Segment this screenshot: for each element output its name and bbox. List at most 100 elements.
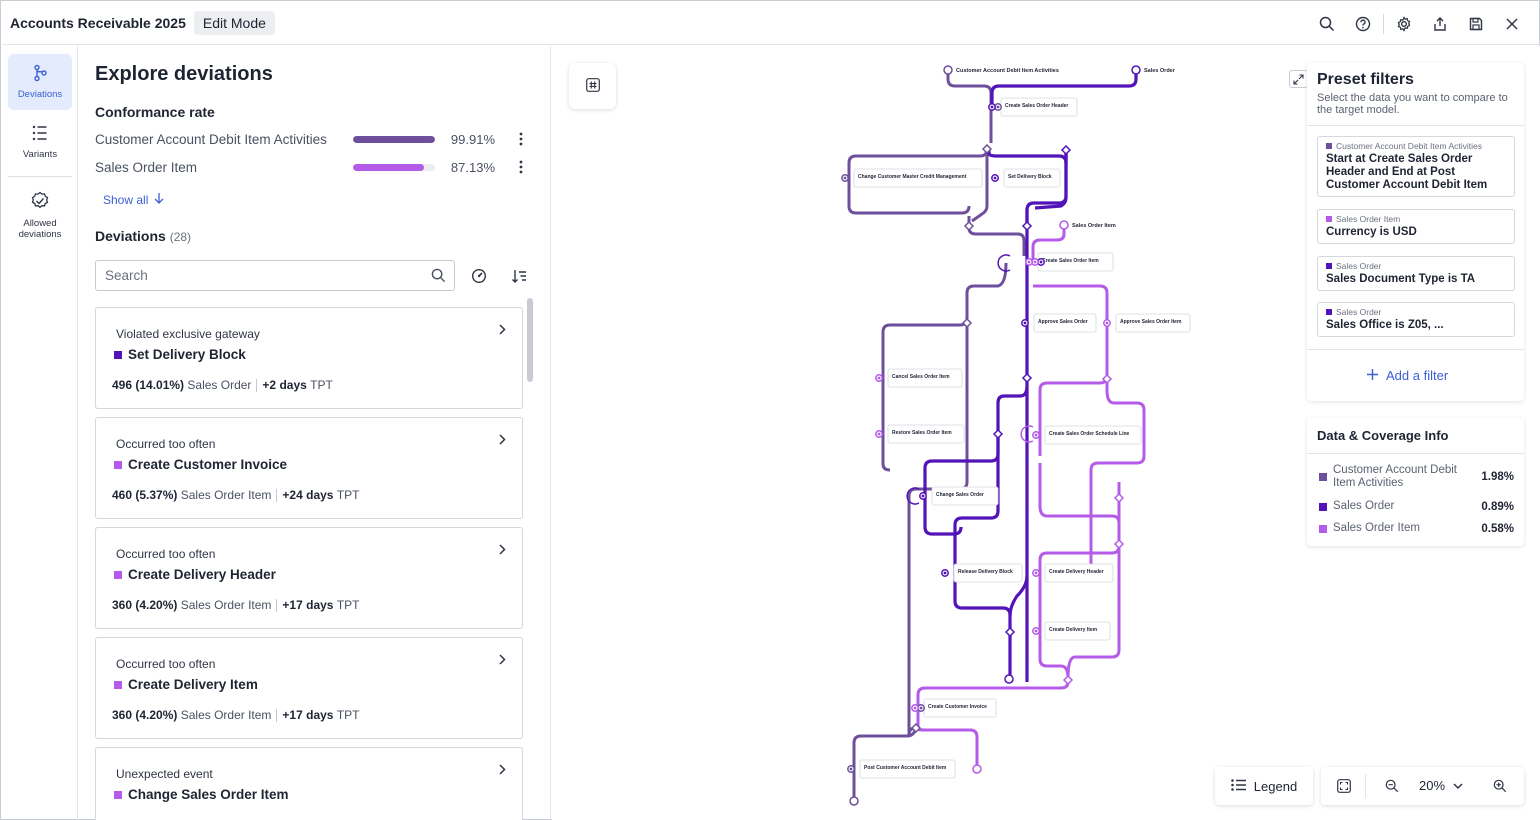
gateway [981, 143, 993, 155]
more-options-icon[interactable] [495, 132, 523, 146]
left-nav: Deviations Variants Allowed deviations [2, 46, 78, 820]
add-filter-button[interactable]: Add a filter [1367, 368, 1448, 383]
coverage-label: Sales Order [1333, 500, 1395, 512]
activity-entry-dot [996, 105, 1000, 109]
activity-box [1115, 313, 1191, 333]
activity-node[interactable]: Create Delivery Item [1044, 621, 1111, 641]
fit-to-screen-icon[interactable] [1334, 776, 1354, 796]
nav-item-variants[interactable]: Variants [8, 114, 72, 170]
scrollbar[interactable] [527, 298, 533, 382]
zoom-in-icon[interactable] [1490, 776, 1510, 796]
activity-label: Approve Sales Order [1038, 319, 1088, 325]
filter-text: Sales Office is Z05, ... [1326, 319, 1444, 331]
help-icon[interactable] [1345, 6, 1381, 42]
deviation-activity: Change Sales Order Item [114, 787, 289, 802]
filter-source-label: Sales Order Item [1336, 214, 1401, 224]
deviation-stats: 360 (4.20%) Sales Order Item+17 days TPT [112, 708, 359, 722]
preset-filters-card: Preset filters Select the data you want … [1307, 63, 1524, 401]
deviation-type: Violated exclusive gateway [116, 327, 260, 341]
object-color-swatch [1319, 502, 1327, 511]
conformance-bar [353, 163, 435, 171]
deviation-days: +24 days [282, 488, 334, 502]
deviation-object: Sales Order Item [180, 488, 272, 502]
zoom-out-icon[interactable] [1382, 776, 1402, 796]
gauge-icon[interactable] [468, 265, 490, 287]
deviation-name: Set Delivery Block [128, 347, 246, 362]
sort-icon[interactable] [508, 265, 530, 287]
nav-item-deviations[interactable]: Deviations [8, 54, 72, 110]
activity-node[interactable]: Release Delivery Block [953, 563, 1023, 583]
chevron-right-icon[interactable] [499, 653, 506, 668]
activity-box [887, 424, 965, 444]
flow-edge [946, 71, 993, 143]
deviation-tpt: TPT [336, 488, 360, 502]
chevron-down-icon [1453, 778, 1463, 793]
activity-label: Set Delivery Block [1008, 174, 1052, 180]
legend-button[interactable]: Legend [1215, 767, 1313, 805]
start-node-label: Sales Order [1144, 68, 1176, 74]
activity-entry-dot [1105, 321, 1109, 325]
activity-node[interactable]: Cancel Sales Order Item [887, 368, 963, 388]
chevron-right-icon[interactable] [499, 763, 506, 778]
collapse-icon[interactable] [1289, 70, 1308, 88]
activity-entry-dot [1023, 321, 1027, 325]
save-icon[interactable] [1458, 6, 1494, 42]
activity-node[interactable]: Create Customer Invoice [923, 698, 997, 718]
settings-icon[interactable] [1386, 6, 1422, 42]
loop-indicator [1020, 425, 1034, 443]
activity-box [887, 368, 963, 388]
coverage-value: 0.58% [1481, 522, 1514, 535]
activity-label: Restore Sales Order Item [892, 430, 952, 436]
deviation-activity: Create Delivery Header [114, 567, 276, 582]
search-input[interactable] [105, 268, 425, 283]
activity-node[interactable]: Create Delivery Header [1044, 563, 1114, 583]
activity-node[interactable]: Create Sales Order Schedule Line [1044, 425, 1142, 445]
divider [1307, 349, 1524, 350]
activity-label: Change Customer Master Credit Management [858, 174, 967, 180]
activity-node[interactable]: Create Sales Order Item [1037, 252, 1114, 272]
edit-mode-badge[interactable]: Edit Mode [193, 11, 275, 35]
chevron-right-icon[interactable] [499, 543, 506, 558]
search-icon[interactable] [1309, 6, 1345, 42]
share-icon[interactable] [1422, 6, 1458, 42]
activity-node[interactable]: Approve Sales Order [1033, 313, 1097, 333]
activity-node[interactable]: Change Customer Master Credit Management [853, 168, 983, 188]
chevron-right-icon[interactable] [499, 433, 506, 448]
more-options-icon[interactable] [495, 160, 523, 174]
deviation-object: Sales Order Item [180, 708, 272, 722]
activity-node[interactable]: Post Customer Account Debit Item [859, 759, 956, 779]
activity-node[interactable]: Approve Sales Order Item [1115, 313, 1191, 333]
activity-node[interactable]: Create Sales Order Header [1000, 97, 1078, 117]
activity-node[interactable]: Set Delivery Block [1003, 168, 1061, 188]
stats-divider [256, 378, 258, 392]
show-all-link[interactable]: Show all [103, 192, 164, 207]
nav-label: Variants [22, 149, 58, 160]
hash-button[interactable] [569, 63, 616, 109]
zoom-level-select[interactable]: 20% [1419, 778, 1463, 793]
activity-node[interactable]: Restore Sales Order Item [887, 424, 965, 444]
close-icon[interactable] [1494, 6, 1530, 42]
chevron-right-icon[interactable] [499, 323, 506, 338]
show-all-label: Show all [103, 192, 149, 207]
deviation-name: Create Delivery Item [128, 677, 258, 692]
activity-node[interactable]: Change Sales Order [931, 486, 999, 506]
panel-title: Explore deviations [95, 63, 273, 85]
start-node [1059, 220, 1069, 230]
gateway [1060, 144, 1072, 156]
nav-item-allowed-deviations[interactable]: Allowed deviations [8, 185, 72, 245]
search-icon[interactable] [431, 268, 446, 286]
plus-icon [1367, 368, 1378, 383]
activity-entry-dot [943, 571, 947, 575]
